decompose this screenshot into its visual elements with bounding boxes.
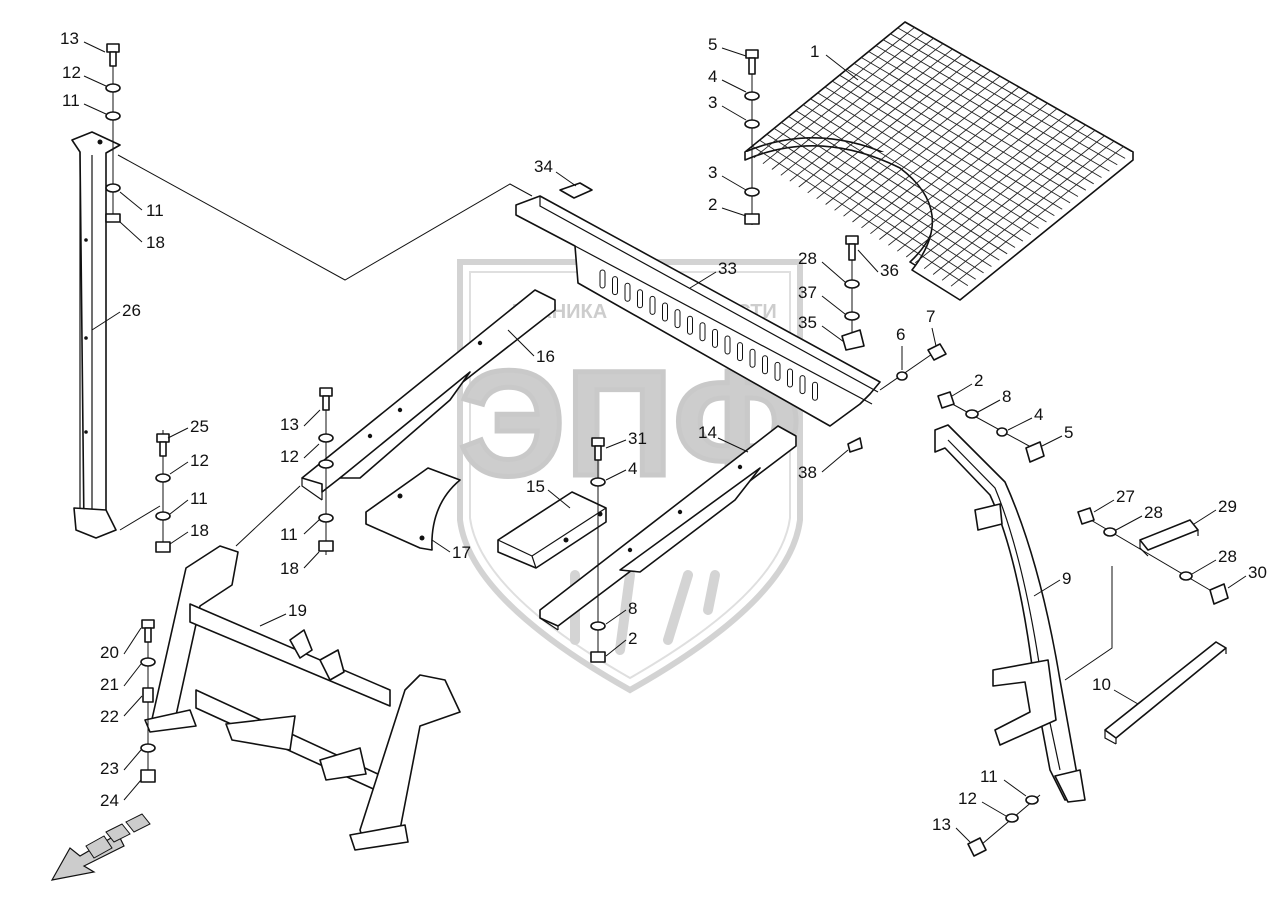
callout-11: 11 <box>190 489 208 508</box>
post-26 <box>71 131 121 539</box>
callout-26: 26 <box>122 301 141 320</box>
callout-6: 6 <box>896 325 905 344</box>
plate-15 <box>497 491 607 569</box>
rail-14 <box>539 425 797 631</box>
callout-2: 2 <box>628 629 637 648</box>
fastener-stack-25 <box>155 430 171 553</box>
callout-23: 23 <box>100 759 119 778</box>
callout-13: 13 <box>280 415 299 434</box>
rail-16 <box>301 289 556 501</box>
callout-11: 11 <box>62 91 80 110</box>
callout-4: 4 <box>708 67 717 86</box>
callout-31: 31 <box>628 429 647 448</box>
callout-labels: 13 12 11 11 18 26 5 4 3 3 2 1 34 33 28 3… <box>60 29 1267 843</box>
callout-11: 11 <box>980 767 998 786</box>
callout-15: 15 <box>526 477 545 496</box>
callout-13: 13 <box>932 815 951 834</box>
callout-20: 20 <box>100 643 119 662</box>
callout-18: 18 <box>280 559 299 578</box>
bar-10 <box>1104 641 1227 745</box>
callout-3: 3 <box>708 163 717 182</box>
fastener-stack-clamp <box>1077 507 1229 605</box>
fastener-stack-bracket-top <box>937 391 1045 463</box>
fastener-stack-rail-16 <box>318 387 334 555</box>
fastener-stack-grating <box>744 49 760 225</box>
leader-post-base <box>119 505 161 531</box>
callout-5: 5 <box>1064 423 1073 442</box>
callout-7: 7 <box>926 307 935 326</box>
callout-13: 13 <box>60 29 79 48</box>
callout-8: 8 <box>628 599 637 618</box>
callout-16: 16 <box>536 347 555 366</box>
callout-29: 29 <box>1218 497 1237 516</box>
frame-19 <box>144 545 461 851</box>
bracket-9 <box>934 424 1086 803</box>
callout-12: 12 <box>190 451 209 470</box>
clamp-29 <box>1139 519 1199 557</box>
callout-4: 4 <box>628 459 637 478</box>
callout-28: 28 <box>798 249 817 268</box>
leader-bracket-to-clamp <box>1064 566 1113 681</box>
leader-frame-to-rail <box>235 485 301 547</box>
callout-3: 3 <box>708 93 717 112</box>
callout-21: 21 <box>100 675 119 694</box>
callout-10: 10 <box>1092 675 1111 694</box>
callout-12: 12 <box>280 447 299 466</box>
callout-18: 18 <box>190 521 209 540</box>
callout-28: 28 <box>1144 503 1163 522</box>
callout-33: 33 <box>718 259 737 278</box>
fastener-stack-frame <box>140 619 156 783</box>
callout-11: 11 <box>280 525 298 544</box>
callout-37: 37 <box>798 283 817 302</box>
beam-33 <box>515 182 881 453</box>
callout-2: 2 <box>708 195 717 214</box>
callout-1: 1 <box>810 42 819 61</box>
plate-17 <box>365 467 461 551</box>
callout-8: 8 <box>1002 387 1011 406</box>
callout-2: 2 <box>974 371 983 390</box>
callout-36: 36 <box>880 261 899 280</box>
fastener-stack-beam-right <box>841 235 865 351</box>
callout-22: 22 <box>100 707 119 726</box>
callout-30: 30 <box>1248 563 1267 582</box>
leader-post-to-beam <box>117 154 533 281</box>
fastener-stack-rail-14 <box>590 437 606 663</box>
fastener-stack-bracket-bottom <box>967 794 1041 857</box>
callout-27: 27 <box>1116 487 1135 506</box>
fastener-stack-left-post <box>105 43 121 223</box>
grating-1 <box>744 21 1134 301</box>
callout-35: 35 <box>798 313 817 332</box>
callout-9: 9 <box>1062 569 1071 588</box>
callout-24: 24 <box>100 791 119 810</box>
callout-14: 14 <box>698 423 717 442</box>
callout-19: 19 <box>288 601 307 620</box>
callout-5: 5 <box>708 35 717 54</box>
callout-38: 38 <box>798 463 817 482</box>
callout-12: 12 <box>62 63 81 82</box>
fastener-6-7 <box>879 343 947 391</box>
callout-25: 25 <box>190 417 209 436</box>
callout-28: 28 <box>1218 547 1237 566</box>
direction-arrow-icon <box>50 813 151 881</box>
callout-17: 17 <box>452 543 471 562</box>
callout-11: 11 <box>146 201 164 220</box>
callout-4: 4 <box>1034 405 1043 424</box>
callout-12: 12 <box>958 789 977 808</box>
callout-34: 34 <box>534 157 553 176</box>
callout-18: 18 <box>146 233 165 252</box>
